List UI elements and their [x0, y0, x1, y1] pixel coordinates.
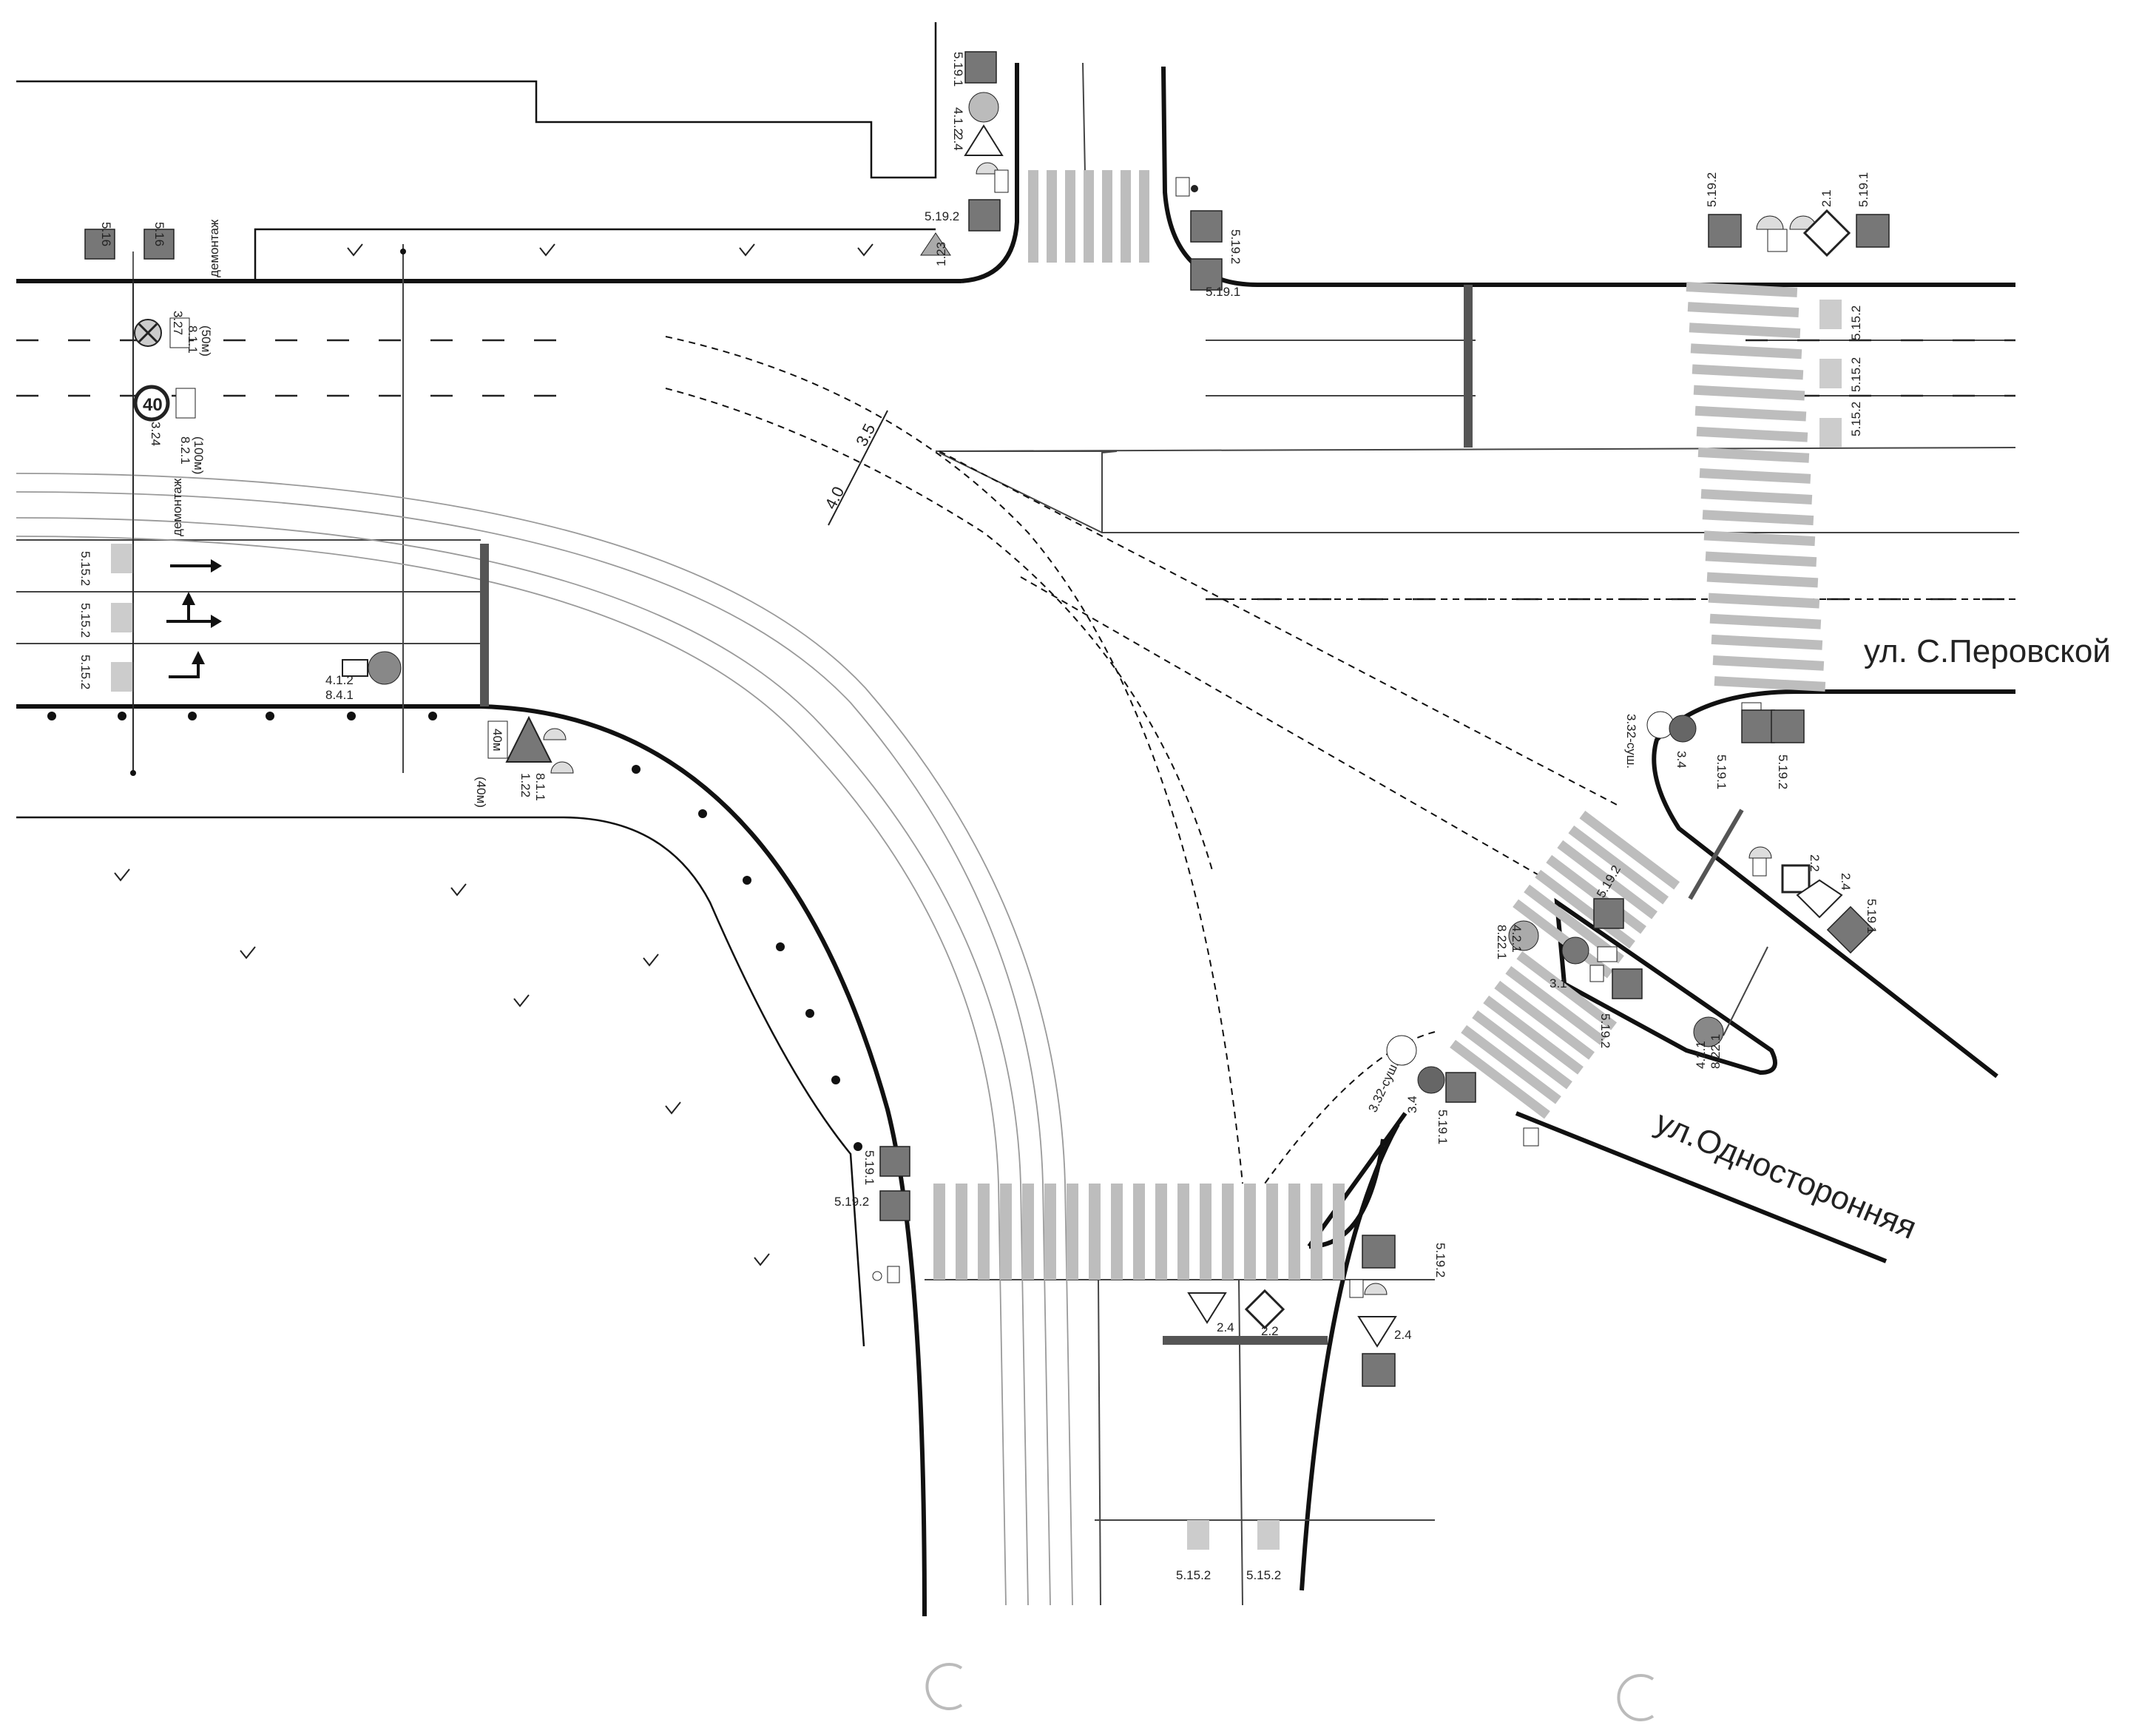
pedestrian-crossing-warning-sign: [505, 715, 552, 763]
code-5-19-1-mid: 5.19.1: [1206, 285, 1240, 299]
punch-holes: [925, 1663, 1655, 1721]
code-8-4-1: 8.4.1: [325, 688, 354, 702]
code-3-24: 3.24: [149, 422, 163, 446]
note-dismantle-top: демонтаж: [207, 219, 221, 277]
code-5-19-2-right: 5.19.2: [1705, 172, 1719, 207]
speed-limit-value: 40: [143, 395, 163, 415]
code-4-2-1: 4.2.1: [1510, 925, 1524, 953]
code-1-22: 1.22: [518, 773, 533, 797]
code-8-1-1a: 8.1.1: [186, 325, 200, 354]
code-4-1-2-top: 4.1.2: [951, 107, 965, 135]
code-5-15-2-l2: 5.15.2: [78, 603, 92, 638]
dimension: 3.5 4.0: [821, 410, 888, 526]
code-8-22-1b: 8.22.1: [1709, 1034, 1723, 1069]
building-outline: [16, 22, 937, 281]
code-5-19-2-l: 5.19.2: [834, 1195, 869, 1209]
stop-lines: [480, 285, 1744, 1345]
code-3-1: 3.1: [1550, 976, 1567, 990]
code-8-22-1: 8.22.1: [1495, 925, 1509, 959]
code-3-4a: 3.4: [1675, 751, 1689, 769]
code-1-23: 1.23: [934, 242, 948, 266]
road-edges: [16, 62, 2019, 1606]
code-4-2-1b: 4.2.1: [1694, 1041, 1708, 1069]
code-3-27: 3.27: [171, 311, 185, 335]
kerbs: [16, 63, 2015, 1617]
code-5-19-2-p: 5.19.2: [1776, 755, 1790, 789]
code-5-15-2-r3: 5.15.2: [1849, 402, 1863, 436]
code-3-32: 3.32-суш.: [1624, 714, 1638, 769]
lane-arrows: [166, 559, 222, 678]
code-2-2a: 2.2: [1808, 854, 1822, 872]
code-5-15-2-b2: 5.15.2: [1246, 1568, 1281, 1582]
note-dismantle-left: демонтаж: [170, 478, 184, 536]
code-3-4b: 3.4: [1405, 1096, 1419, 1113]
code-5-19-1-right: 5.19.1: [1856, 172, 1871, 207]
bollards: [47, 712, 862, 1151]
main-road-sign: [1802, 209, 1851, 257]
code-2-1: 2.1: [1819, 189, 1834, 207]
code-5-16a: 5.16: [99, 222, 113, 246]
code-2-4-b: 2.4: [1217, 1320, 1234, 1334]
code-2-4-top: 2.4: [951, 133, 965, 151]
sign-codes: демонтаж демонтаж 5.16 5.16 3.27 8.1.1 (…: [78, 52, 1879, 1582]
speed-limit-sign: [133, 385, 170, 422]
code-5-15-2-r2: 5.15.2: [1849, 357, 1863, 392]
street-odnostoronnyaya: ул.Односторонняя: [1650, 1104, 1922, 1246]
plate-40m: 40м: [490, 729, 504, 752]
code-40m: (40м): [474, 777, 488, 808]
code-5-15-2-r1: 5.15.2: [1849, 305, 1863, 340]
code-8-1-1b: 8.1.1: [533, 773, 547, 801]
crosswalk-south: [933, 1184, 1345, 1280]
code-3-32b: 3.32-суш.: [1365, 1059, 1402, 1114]
code-5-19-1-l: 5.19.1: [862, 1150, 876, 1185]
code-5-19-2-br: 5.19.2: [1433, 1243, 1447, 1277]
code-5-15-2-l1: 5.15.2: [78, 551, 92, 586]
code-5-19-2-isl2: 5.19.2: [1598, 1013, 1612, 1048]
trajectories: [665, 336, 2019, 1184]
street-labels: ул. С.Перовской ул.Односторонняя: [1650, 633, 2111, 1246]
code-5-19-1-o: 5.19.1: [1436, 1110, 1450, 1144]
tram-tracks: [16, 473, 1073, 1606]
code-5-15-2-b1: 5.15.2: [1176, 1568, 1211, 1582]
code-5-19-2-mid: 5.19.2: [1229, 229, 1243, 264]
turn-right-sign: [368, 651, 402, 685]
code-5-19-1-b: 5.19.1: [1865, 899, 1879, 934]
code-2-2-b: 2.2: [1261, 1324, 1279, 1338]
code-4-1-2a: 4.1.2: [325, 673, 354, 687]
code-8-2-1: 8.2.1: [178, 436, 192, 465]
code-50m: (50м): [199, 325, 213, 357]
crosswalk-east: [1686, 282, 1826, 692]
street-perovskoy: ул. С.Перовской: [1864, 633, 2111, 669]
dim-35-label: 3.5: [852, 421, 879, 450]
code-5-19-1-p: 5.19.1: [1714, 755, 1728, 789]
code-100m: (100м): [192, 436, 206, 474]
dim-40-label: 4.0: [821, 484, 848, 513]
code-5-19-1-top: 5.19.1: [951, 52, 965, 87]
crosswalk-north: [1028, 170, 1149, 263]
road-signs: 40: [84, 51, 1890, 1550]
code-5-15-2-l3: 5.15.2: [78, 655, 92, 689]
code-2-4a: 2.4: [1839, 873, 1853, 891]
code-2-4-br: 2.4: [1394, 1328, 1412, 1342]
bus-stop-sign-1: [84, 229, 115, 260]
bus-stop-sign-2: [143, 229, 175, 260]
green-area-marks: [114, 243, 873, 1266]
code-5-16b: 5.16: [152, 222, 166, 246]
code-5-19-2-top: 5.19.2: [925, 209, 959, 223]
